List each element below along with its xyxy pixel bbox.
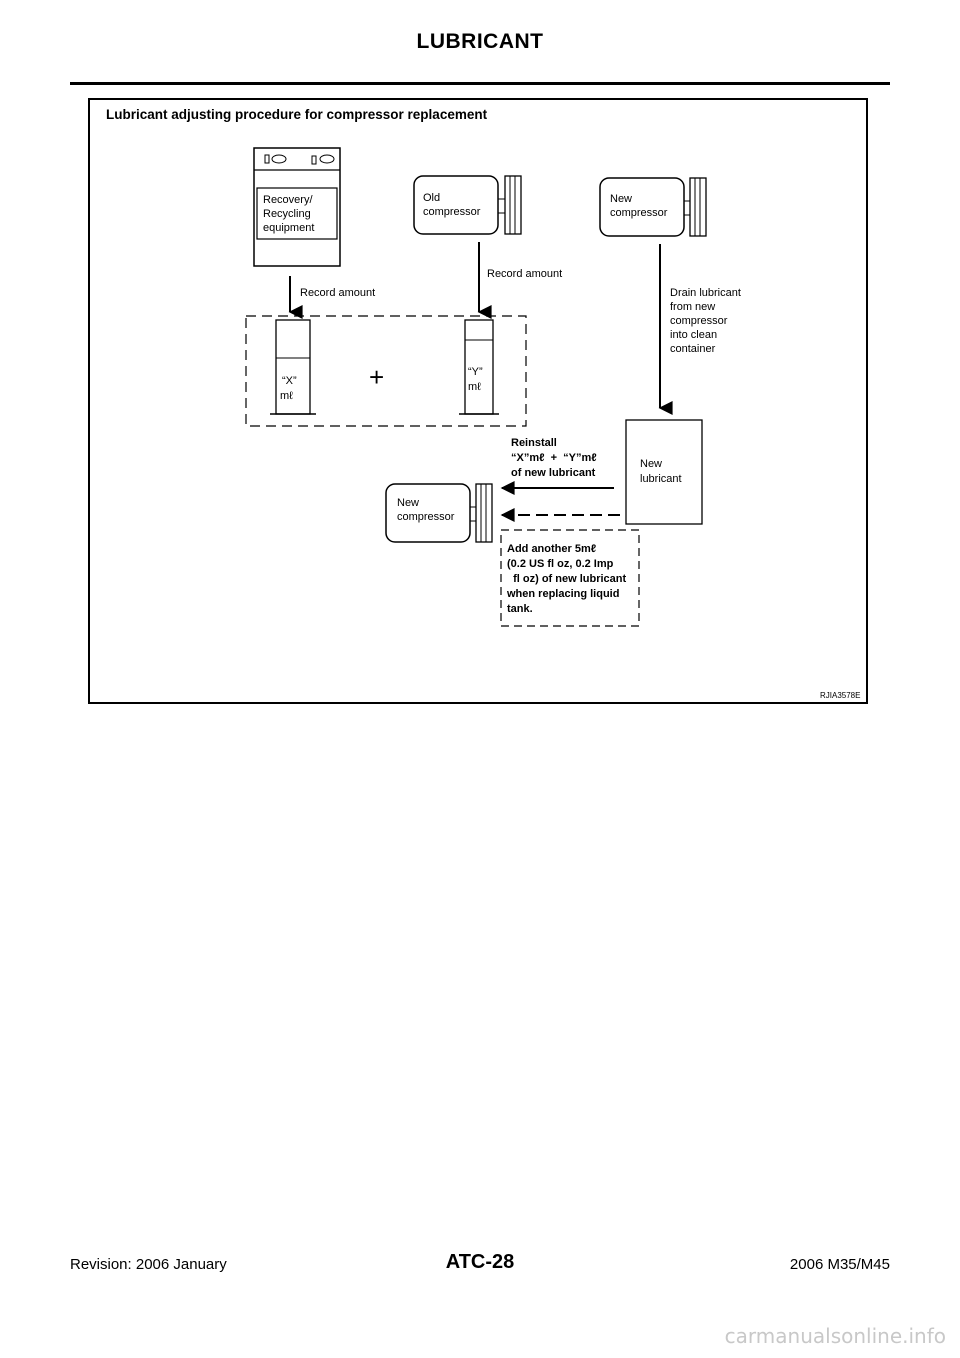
x-label-2: mℓ	[280, 390, 293, 402]
reinstall-text-3: of new lubricant	[511, 467, 596, 479]
container-y: “Y” mℓ	[459, 319, 499, 415]
old-compressor-label-2: compressor	[423, 206, 481, 218]
add-another-text-1: Add another 5mℓ	[507, 543, 596, 555]
container-x: “X” mℓ	[270, 319, 316, 415]
y-label-2: mℓ	[468, 381, 481, 393]
new-compressor-bottom: New compressor	[385, 483, 493, 543]
drain-text-1: Drain lubricant	[670, 287, 741, 299]
drain-text-2: from new	[670, 301, 715, 313]
procedure-diagram: Lubricant adjusting procedure for compre…	[106, 107, 860, 700]
old-compressor-label-1: Old	[423, 192, 440, 204]
recovery-equipment-label-1: Recovery/	[263, 194, 313, 206]
reinstall-text-1: Reinstall	[511, 437, 557, 449]
reinstall-text-2: “X”mℓ + “Y”mℓ	[511, 452, 597, 464]
new-lubricant-label-2: lubricant	[640, 473, 682, 485]
watermark: carmanualsonline.info	[724, 1324, 946, 1348]
new-compressor-top: New compressor	[599, 177, 707, 237]
add-another-text-4: when replacing liquid	[506, 588, 619, 600]
new-compressor-top-label-2: compressor	[610, 207, 668, 219]
new-compressor-bottom-label-1: New	[397, 497, 419, 509]
plus-sign: +	[369, 362, 384, 392]
add-another-text-2: (0.2 US fl oz, 0.2 Imp	[507, 558, 614, 570]
measure-dashed-box	[245, 315, 527, 427]
recovery-equipment: Recovery/ Recycling equipment	[253, 147, 341, 267]
new-lubricant-container: New lubricant	[625, 419, 703, 525]
add-another-box	[500, 529, 640, 627]
figure-code: RJIA3578E	[820, 691, 860, 700]
revision-text: Revision: 2006 January	[70, 1256, 227, 1273]
new-compressor-bottom-label-2: compressor	[397, 511, 455, 523]
section-title: LUBRICANT	[416, 30, 544, 53]
recovery-equipment-label-3: equipment	[263, 222, 314, 234]
add-another-text-5: tank.	[507, 603, 533, 615]
figure-title: Lubricant adjusting procedure for compre…	[106, 107, 488, 122]
x-label-1: “X”	[282, 375, 297, 387]
model-text: 2006 M35/M45	[789, 1256, 890, 1273]
recovery-equipment-label-2: Recycling	[263, 208, 311, 220]
new-lubricant-label-1: New	[640, 458, 662, 470]
add-another-text-3: fl oz) of new lubricant	[507, 573, 627, 585]
header-rule	[70, 82, 890, 85]
new-compressor-top-label-1: New	[610, 193, 632, 205]
drain-text-4: into clean	[670, 329, 717, 341]
record-amount-right: Record amount	[487, 268, 562, 280]
procedure-figure: Lubricant adjusting procedure for compre…	[88, 98, 868, 704]
y-label-1: “Y”	[468, 366, 483, 378]
drain-text-3: compressor	[670, 315, 728, 327]
old-compressor: Old compressor	[413, 175, 522, 235]
drain-text-5: container	[670, 343, 716, 355]
page-number: ATC-28	[445, 1251, 515, 1273]
record-amount-left: Record amount	[300, 287, 375, 299]
